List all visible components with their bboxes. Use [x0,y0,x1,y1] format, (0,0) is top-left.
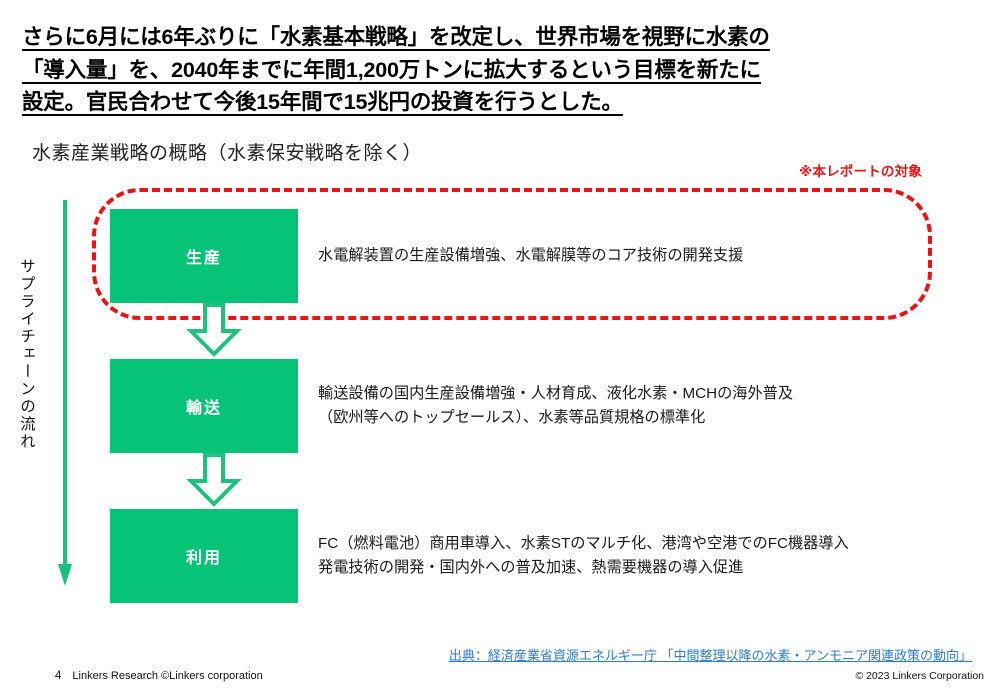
headline-row: 設定。官民合わせて今後15年間で15兆円の投資を行うとした。 [22,89,972,117]
headline-row: さらに6月には6年ぶりに「水素基本戦略」を改定し、世界市場を視野に水素の [22,24,972,52]
stage-box-utilization: 利用 [110,509,298,603]
report-scope-annotation: ※本レポートの対象 [799,164,922,179]
stage-label-production: 生産 [185,250,222,267]
headline-row: 「導入量」を、2040年までに年間1,200万トンに拡大するという目標を新たに [22,57,972,85]
page-headline: さらに6月には6年ぶりに「水素基本戦略」を改定し、世界市場を視野に水素の 「導入… [22,24,972,122]
stage-description-production: 水電解装置の生産設備増強、水電解膜等のコア技術の開発支援 [318,209,928,303]
stage-desc-line: FC（燃料電池）商用車導入、水素STのマルチ化、港湾や空港でのFC機器導入 [318,535,849,553]
diagram-title: 水素産業戦略の概略（水素保安戦略を除く） [32,143,423,164]
stage-description-transport: 輸送設備の国内生産設備増強・人材育成、液化水素・MCHの海外普及 （欧州等へのト… [318,359,928,453]
stage-desc-line: 水電解装置の生産設備増強、水電解膜等のコア技術の開発支援 [318,247,744,265]
source-citation-link[interactable]: 出典：経済産業省資源エネルギー庁 「中間整理以降の水素・アンモニア関連政策の動向… [448,648,972,663]
down-arrow-transport-to-utilization [186,453,242,507]
stage-box-production: 生産 [110,209,298,303]
footer-left: 4 Linkers Research ©Linkers corporation [55,670,263,682]
stage-description-utilization: FC（燃料電池）商用車導入、水素STのマルチ化、港湾や空港でのFC機器導入 発電… [318,509,928,603]
stage-row-transport: 輸送 輸送設備の国内生産設備増強・人材育成、液化水素・MCHの海外普及 （欧州等… [110,359,930,453]
stage-row-utilization: 利用 FC（燃料電池）商用車導入、水素STのマルチ化、港湾や空港でのFC機器導入… [110,509,930,603]
supply-chain-arrow [58,200,72,592]
stage-desc-line: 発電技術の開発・国内外への普及加速、熱需要機器の導入促進 [318,559,744,576]
stage-row-production: 生産 水電解装置の生産設備増強、水電解膜等のコア技術の開発支援 [110,209,930,303]
stage-desc-line: （欧州等へのトップセールス）、水素等品質規格の標準化 [318,409,706,426]
footer-copyright: © 2023 Linkers Corporation [855,670,984,682]
stage-box-transport: 輸送 [110,359,298,453]
supply-chain-arrow-head [58,564,72,586]
supply-chain-arrow-shaft [63,200,67,568]
stage-desc-line: 輸送設備の国内生産設備増強・人材育成、液化水素・MCHの海外普及 [318,385,794,403]
stage-label-utilization: 利用 [185,550,222,567]
footer-brand-text: Linkers Research ©Linkers corporation [72,670,263,682]
stage-label-transport: 輸送 [185,400,222,417]
headline-line-2: 「導入量」を、2040年までに年間1,200万トンに拡大するという目標を新たに [22,57,761,84]
page-number: 4 [55,670,62,682]
headline-line-3: 設定。官民合わせて今後15年間で15兆円の投資を行うとした。 [22,90,623,117]
down-arrow-production-to-transport [186,303,242,357]
headline-line-1: さらに6月には6年ぶりに「水素基本戦略」を改定し、世界市場を視野に水素の [22,25,770,51]
supply-chain-axis-label: サプライチェーンの流れ [18,258,35,451]
